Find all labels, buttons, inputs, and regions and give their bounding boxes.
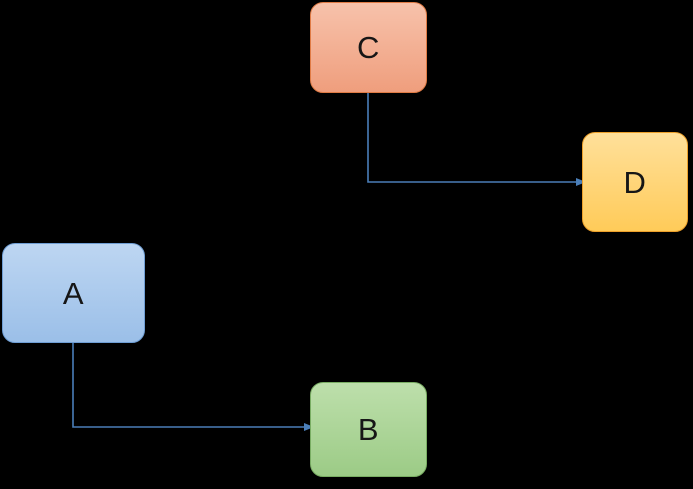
node-b[interactable]: B xyxy=(310,382,427,477)
node-a[interactable]: A xyxy=(2,243,145,343)
node-d[interactable]: D xyxy=(582,132,688,232)
node-b-label: B xyxy=(357,412,380,447)
node-c[interactable]: C xyxy=(310,2,427,93)
node-d-label: D xyxy=(623,164,647,200)
edge-a-to-b[interactable] xyxy=(72,343,314,431)
node-a-label: A xyxy=(62,275,85,311)
edge-c-to-d[interactable] xyxy=(367,93,586,186)
node-c-label: C xyxy=(357,30,380,65)
